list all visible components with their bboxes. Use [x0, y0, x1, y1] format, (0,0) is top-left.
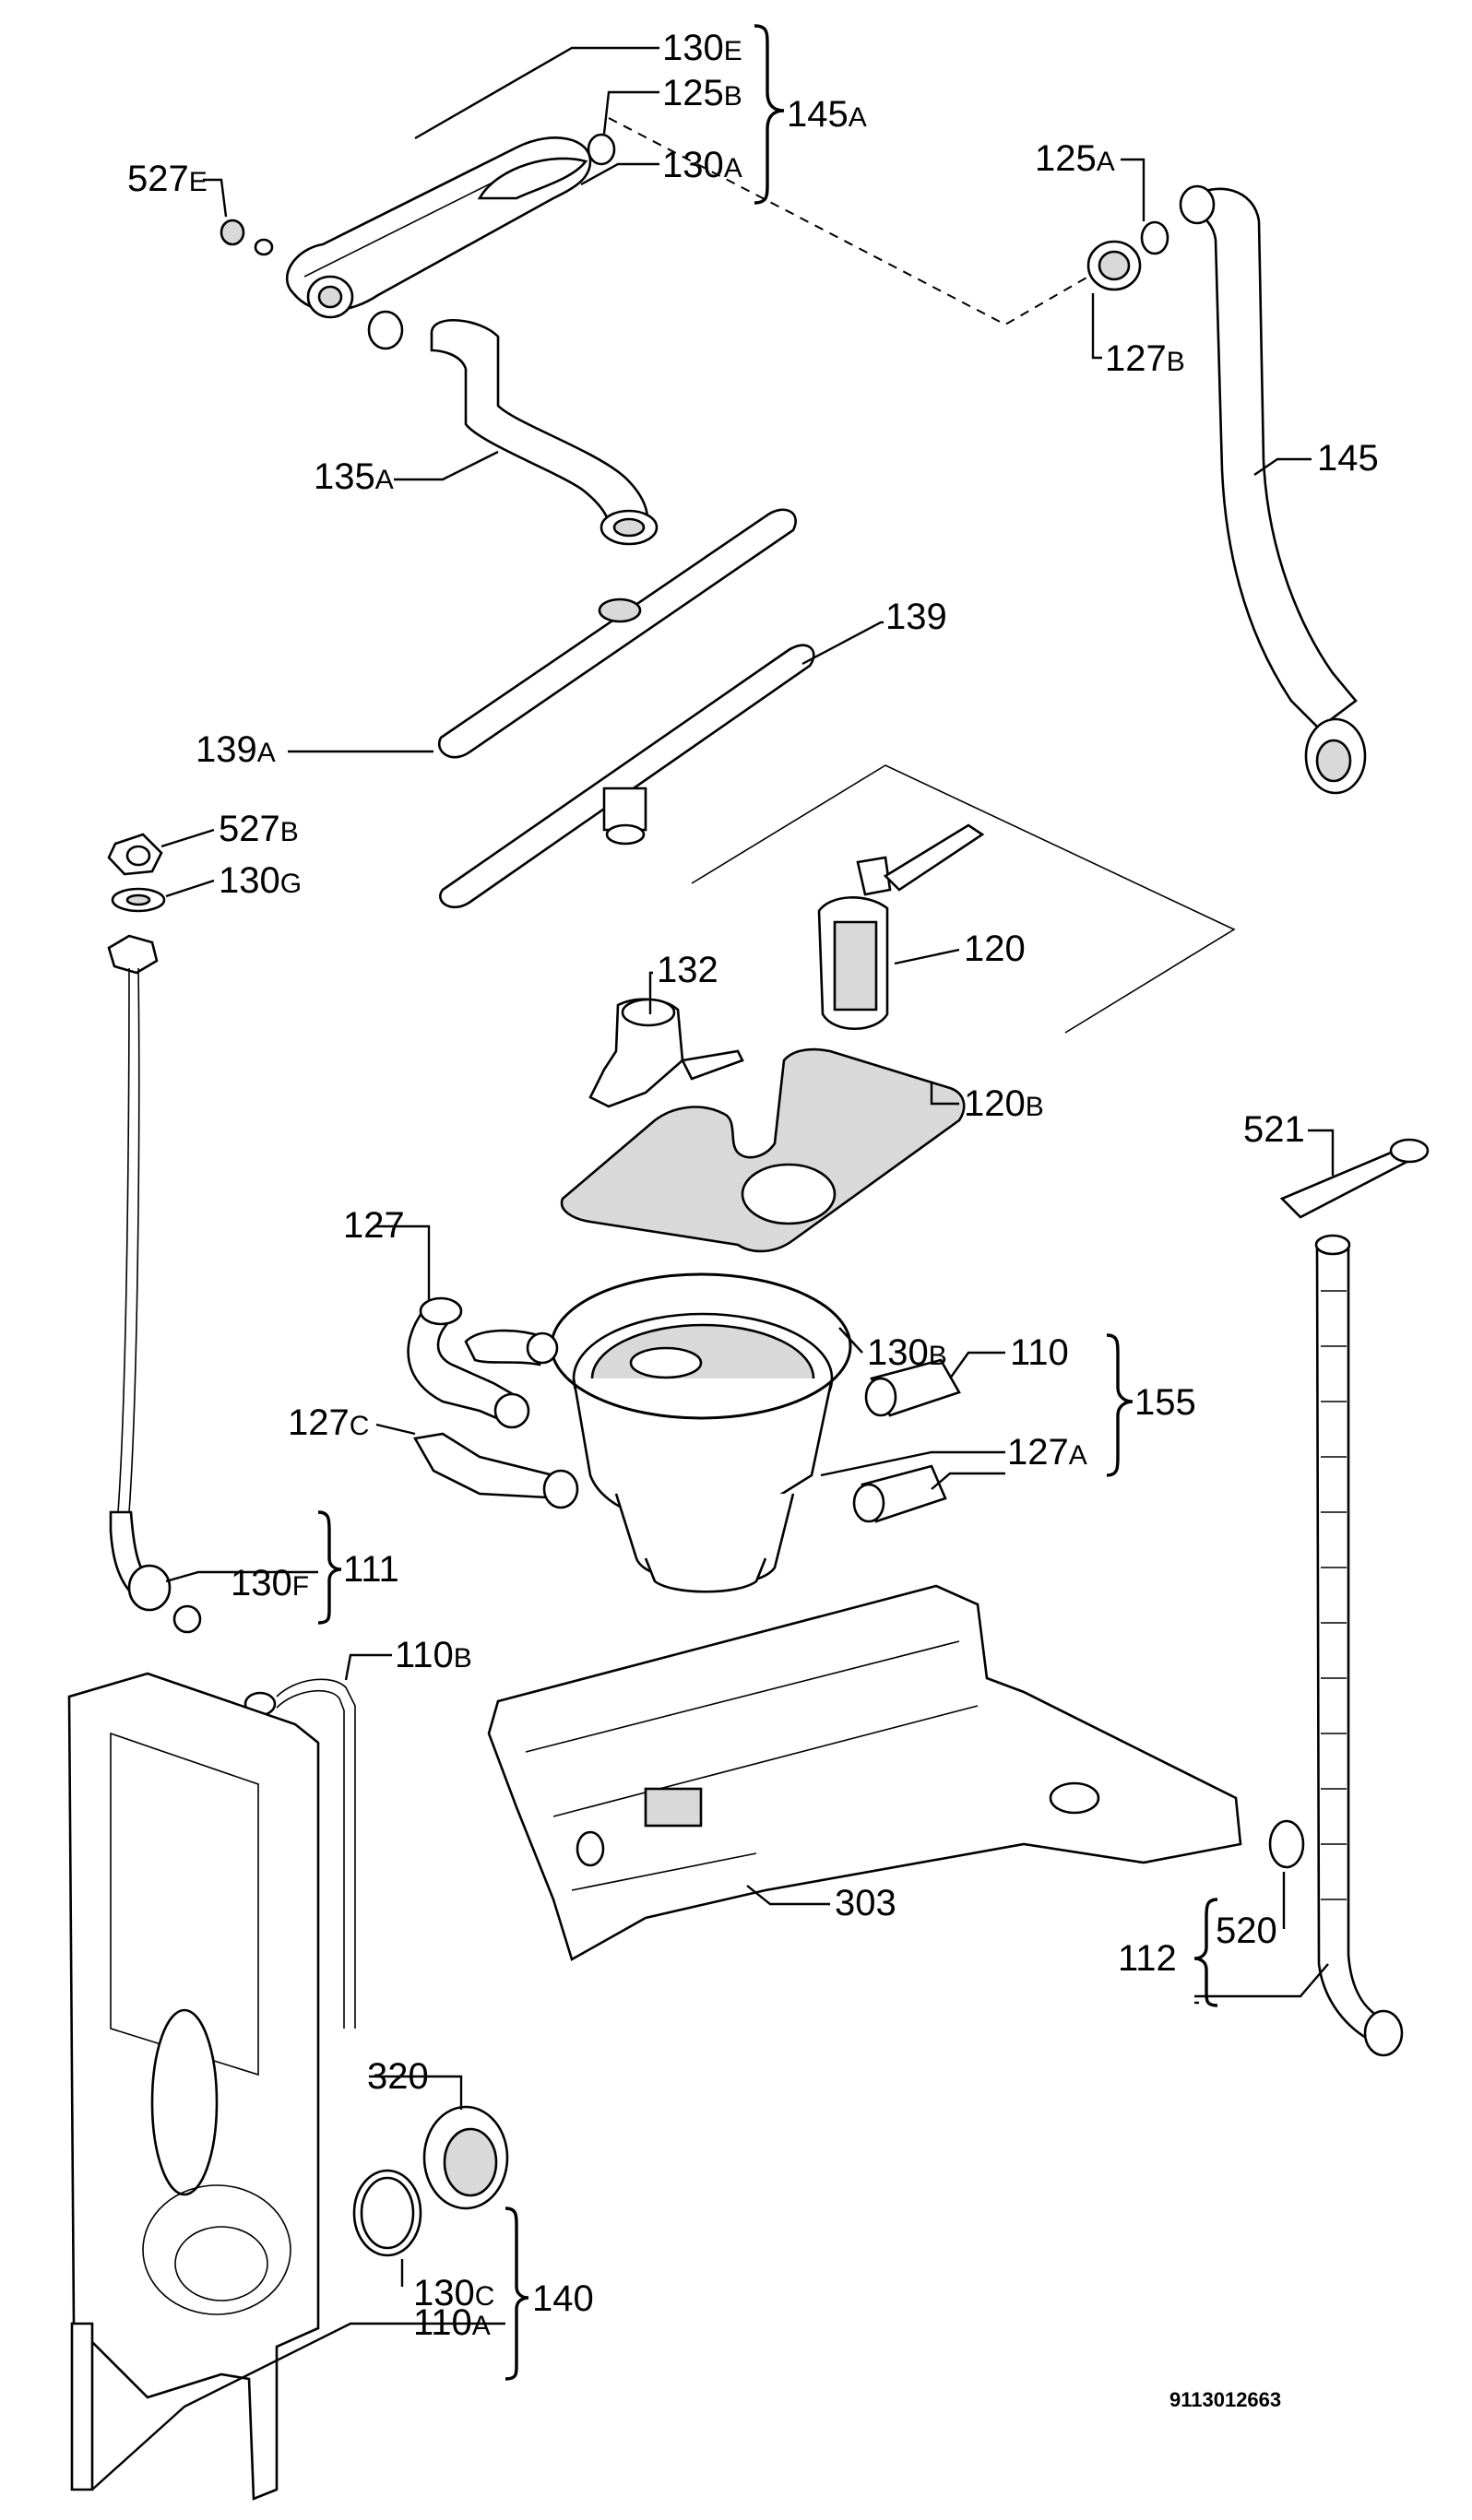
label-111: 111 [343, 1549, 399, 1590]
label-110a: 110A [413, 2302, 491, 2343]
ring-130c [352, 2169, 422, 2257]
label-135a: 135A [314, 456, 394, 497]
label-127a: 127A [1007, 1432, 1087, 1473]
seal-320 [422, 2105, 509, 2210]
spray-arm-139 [439, 644, 815, 909]
label-127: 127 [343, 1205, 405, 1246]
inlet-hose-assembly [107, 833, 202, 1634]
label-145a: 145A [787, 94, 867, 135]
connector-127b [1086, 240, 1142, 291]
document-id: 9113012663 [1169, 2388, 1281, 2411]
label-139: 139 [885, 597, 947, 637]
pipe-135a [430, 319, 659, 546]
label-130b: 130B [867, 1332, 947, 1373]
elbow-127 [407, 1296, 559, 1429]
label-520: 520 [1216, 1911, 1277, 1951]
label-521: 521 [1243, 1109, 1305, 1150]
sleeve-127a [852, 1464, 947, 1523]
filter-box-outline [691, 764, 1236, 1034]
label-127b: 127B [1105, 338, 1185, 379]
water-softener-140 [67, 1672, 320, 2501]
hose-127c [412, 1432, 579, 1509]
clip-521 [1279, 1138, 1430, 1219]
drain-hose-112 [1314, 1234, 1404, 2057]
label-155: 155 [1134, 1382, 1196, 1423]
label-125a: 125A [1035, 138, 1115, 179]
label-527e: 527E [127, 159, 208, 199]
label-127c: 127C [288, 1402, 369, 1443]
brace-145a [754, 24, 785, 205]
label-320: 320 [367, 2056, 429, 2097]
ring-125a [1140, 220, 1169, 255]
filter-plate-120b [560, 1047, 966, 1253]
label-130f: 130F [231, 1563, 309, 1603]
label-130a: 130A [662, 145, 742, 185]
label-130e: 130E [662, 28, 742, 68]
sump-155 [572, 1312, 834, 1593]
label-132: 132 [657, 950, 718, 990]
label-130c: 130C [413, 2273, 494, 2313]
sleeve-110 [864, 1358, 961, 1417]
label-140: 140 [532, 2278, 594, 2319]
brace-155 [1106, 1333, 1134, 1477]
spray-arm-139a [438, 508, 797, 759]
brace-112 [1193, 1898, 1218, 2007]
leader-lines [91, 46, 1335, 2490]
clamp-520 [1268, 1819, 1305, 1869]
label-130g: 130G [219, 860, 302, 901]
part-132 [588, 998, 744, 1108]
label-303: 303 [835, 1883, 896, 1923]
label-112: 112 [1118, 1938, 1177, 1979]
label-110b: 110B [395, 1635, 472, 1675]
hose-145 [1179, 184, 1367, 795]
base-frame-303 [487, 1584, 1242, 1961]
filter-120 [817, 823, 985, 1031]
label-125b: 125B [662, 73, 742, 113]
label-145: 145 [1317, 438, 1379, 479]
label-110: 110 [1010, 1332, 1069, 1373]
label-139a: 139A [196, 729, 276, 770]
brace-140 [505, 2206, 529, 2381]
label-527b: 527B [219, 809, 299, 849]
label-120b: 120B [964, 1083, 1044, 1124]
brace-111 [317, 1510, 342, 1625]
upper-spray-arm-145a [220, 133, 616, 350]
label-120: 120 [964, 929, 1026, 969]
